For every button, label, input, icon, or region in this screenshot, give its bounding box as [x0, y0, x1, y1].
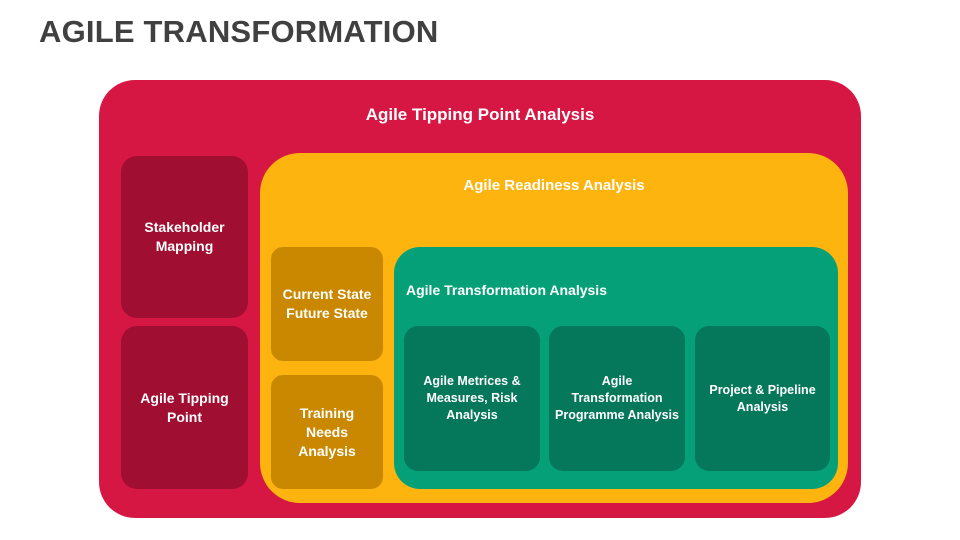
project-pipeline-analysis-box: Project & Pipeline Analysis [695, 326, 830, 471]
current-future-state-box: Current State Future State [271, 247, 383, 361]
metrics-risk-analysis-box: Agile Metrices & Measures, Risk Analysis [404, 326, 540, 471]
page-title: AGILE TRANSFORMATION [39, 14, 439, 49]
training-needs-analysis-box: Training Needs Analysis [271, 375, 383, 489]
tipping-point-analysis-label: Agile Tipping Point Analysis [365, 105, 595, 124]
transformation-analysis-label: Agile Transformation Analysis [406, 282, 607, 298]
agile-tipping-point-box: Agile Tipping Point [121, 326, 248, 489]
stakeholder-mapping-box: Stakeholder Mapping [121, 156, 248, 318]
transformation-programme-analysis-box: Agile Transformation Programme Analysis [549, 326, 685, 471]
readiness-analysis-label: Agile Readiness Analysis [463, 177, 645, 194]
